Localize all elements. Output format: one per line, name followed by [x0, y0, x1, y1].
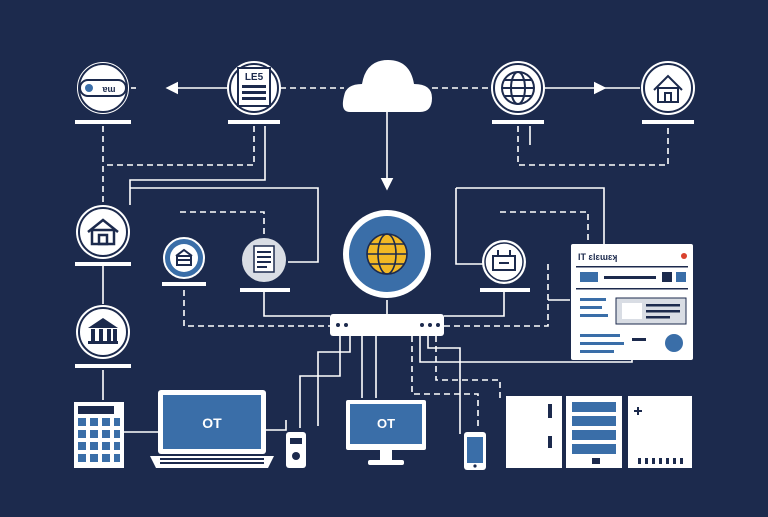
cloud-node: [342, 60, 432, 112]
server-icon: [506, 396, 562, 468]
network-switch[interactable]: [330, 314, 444, 336]
home-node[interactable]: [641, 61, 695, 124]
home-icon: [653, 74, 683, 103]
spreadsheet-icon: [74, 402, 124, 468]
monitor-screen-text: OT: [377, 416, 395, 431]
badge-node[interactable]: ɐɯ: [75, 60, 131, 124]
dashboard-panel[interactable]: IT ɛlɛɯɛʞ: [571, 244, 693, 360]
globe-icon: [501, 71, 535, 105]
monitor-device[interactable]: OT: [346, 400, 426, 465]
server-device[interactable]: [506, 396, 562, 468]
dashboard-title: IT ɛlɛɯɛʞ: [578, 252, 617, 262]
badge-label: ɐɯ: [101, 84, 115, 94]
rack-icon: [566, 396, 622, 468]
rack-device[interactable]: [566, 396, 622, 468]
bank-node[interactable]: [75, 305, 131, 368]
globe-node[interactable]: [491, 61, 545, 124]
file-icon: [253, 245, 275, 273]
document-node[interactable]: LE5: [227, 61, 281, 124]
central-globe-icon: [366, 233, 408, 275]
laptop-icon: OT: [150, 390, 274, 468]
badge-icon: [79, 79, 127, 97]
storage-icon: [175, 248, 193, 266]
router-icon: [492, 250, 516, 271]
network-switch-icon: [330, 314, 444, 336]
central-globe-node[interactable]: [343, 210, 431, 298]
usb-drive-icon: [286, 432, 306, 468]
spreadsheet-device[interactable]: [74, 402, 124, 468]
cabinet-icon: [628, 396, 692, 468]
storage-node[interactable]: [162, 237, 206, 286]
building-node[interactable]: [75, 205, 131, 266]
bank-icon: [88, 318, 118, 344]
building-icon: [87, 218, 119, 246]
cloud-icon: [342, 60, 432, 112]
router-node[interactable]: [480, 240, 530, 292]
laptop-screen-text: OT: [202, 415, 222, 431]
phone-device[interactable]: [464, 432, 486, 470]
connection-lines: [102, 81, 669, 434]
dashboard-icon: IT ɛlɛɯɛʞ: [576, 252, 688, 353]
monitor-icon: OT: [346, 400, 426, 465]
phone-icon: [464, 432, 486, 470]
file-node[interactable]: [240, 238, 290, 292]
cabinet-device[interactable]: [628, 396, 692, 468]
usb-drive-device[interactable]: [286, 432, 306, 468]
laptop-device[interactable]: OT: [150, 390, 274, 468]
document-title: LE5: [245, 72, 264, 83]
